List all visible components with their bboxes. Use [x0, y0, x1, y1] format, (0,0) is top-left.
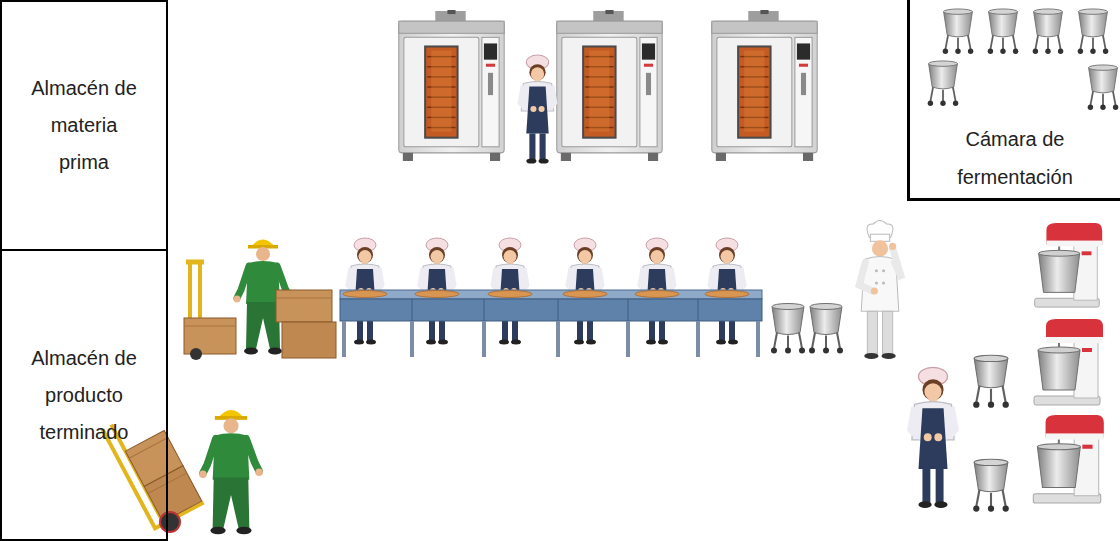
area-label: Almacén de materia prima [28, 70, 140, 181]
area-label: Almacén de producto terminado [28, 340, 140, 451]
conveyor-frame [340, 299, 762, 321]
dough-pieces [343, 291, 749, 298]
spiral-mixer [1033, 415, 1104, 503]
cardboard-box [276, 290, 332, 322]
cook-figure [911, 367, 956, 508]
dough-bowl [973, 355, 1009, 408]
illustration-part [129, 438, 168, 459]
area-box: Almacén de producto terminado [0, 249, 168, 541]
loading-worker [184, 240, 336, 361]
conveyor-segments [412, 299, 698, 321]
oven [557, 10, 662, 161]
dough-bowl [771, 304, 805, 354]
illustration-part [556, 321, 560, 357]
cook-figure [520, 55, 555, 163]
illustration-part [696, 321, 700, 357]
conveyor-line [340, 221, 902, 359]
hand-truck [186, 260, 204, 265]
illustration-part [410, 321, 414, 357]
illustration-part [343, 291, 387, 298]
spiral-mixer [1035, 223, 1102, 307]
dough-bowl [1078, 9, 1109, 54]
area-label: Cámara de fermentación [945, 120, 1085, 196]
oven [399, 10, 504, 161]
illustration-part [415, 291, 459, 298]
illustration-part [756, 321, 760, 357]
area-box: Cámara de fermentación [907, 0, 1120, 201]
conveyor-legs [342, 321, 760, 357]
dough-bowl [1088, 65, 1119, 110]
cardboard-box [184, 318, 236, 354]
proofing-bowls [928, 9, 1119, 110]
illustration-part [698, 299, 699, 321]
box-tape [184, 326, 236, 327]
mixing-area [911, 223, 1104, 512]
illustration-part [558, 299, 559, 321]
dough-bowl [809, 304, 843, 354]
warehouse-worker [199, 410, 263, 534]
illustration-part [488, 291, 532, 298]
chef-figure [859, 221, 902, 359]
cardboard-box [282, 322, 336, 358]
oven [712, 10, 817, 161]
illustration-part [626, 321, 630, 357]
dough-bowl [1033, 9, 1064, 54]
dough-bowl [943, 9, 974, 54]
conveyor-belt [340, 290, 762, 299]
spiral-mixer [1034, 319, 1103, 405]
box-tape [276, 298, 332, 299]
illustration-part [342, 321, 346, 357]
wheel [160, 512, 180, 532]
area-box: Almacén de materia prima [0, 0, 168, 251]
illustration-part [635, 291, 679, 298]
oven-row [399, 10, 817, 163]
dough-bowl [988, 9, 1019, 54]
illustration-part [563, 291, 607, 298]
illustration-part [482, 321, 486, 357]
illustration-part [484, 299, 485, 321]
illustration-part [705, 291, 749, 298]
dough-bowl [973, 459, 1009, 512]
wheel [190, 348, 202, 360]
illustration-part [412, 299, 413, 321]
illustration-part [628, 299, 629, 321]
dough-bowl [928, 61, 959, 106]
